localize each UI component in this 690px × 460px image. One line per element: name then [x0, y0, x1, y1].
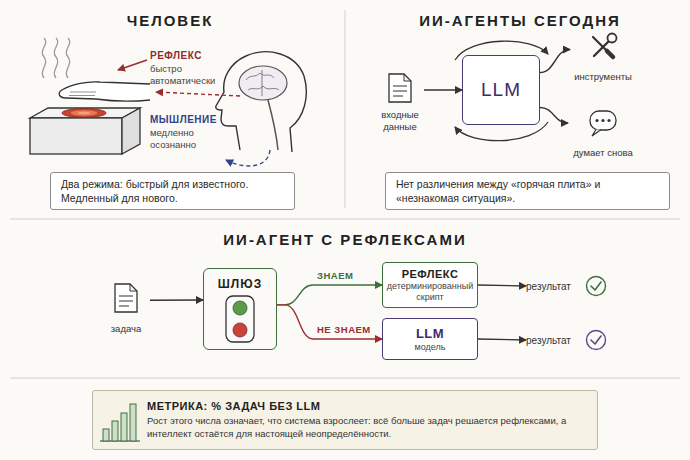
- model-box: LLMмодель: [382, 318, 478, 360]
- note-box: Нет различения между «горячая плита» и «…: [385, 172, 670, 210]
- llm-box: LLM: [462, 55, 540, 125]
- burner-ring: [71, 110, 97, 115]
- reflex-path: [156, 92, 240, 96]
- node-text: LLM: [481, 79, 521, 101]
- divider-line: [345, 10, 346, 208]
- reflex-arrow: [118, 60, 147, 70]
- burner-ring: [62, 109, 106, 118]
- node-text: ШЛЮЗ: [218, 277, 262, 291]
- node-subtext: модель: [415, 342, 446, 352]
- steam-line: [42, 38, 45, 78]
- metric-box: МЕТРИКА: % ЗАДАЧ БЕЗ LLM Рост этого числа…: [92, 390, 598, 450]
- wrench-head: [608, 34, 617, 43]
- head-outline: [216, 52, 307, 152]
- chat-node: думает снова: [568, 108, 638, 158]
- node-text: думает снова: [573, 147, 632, 158]
- red-light: [233, 323, 247, 337]
- node-text: МЕТРИКА: % ЗАДАЧ БЕЗ LLM: [147, 400, 320, 412]
- section-heading: ИИ-АГЕНТ С РЕФЛЕКСАМИ: [190, 231, 500, 248]
- document-node: входные данные: [376, 72, 424, 132]
- screwdriver-symbol: [593, 37, 613, 57]
- thinking-path: [226, 150, 270, 166]
- node-text: Два режима: быстрый для известного. Медл…: [61, 177, 284, 205]
- connector: [540, 50, 570, 73]
- chat-bubble: [590, 111, 616, 130]
- document-lines: [119, 284, 137, 306]
- result-item: результат: [526, 329, 608, 351]
- tools-node: инструменты: [570, 32, 636, 82]
- node-text: Нет различения между «горячая плита» и «…: [396, 177, 635, 205]
- node-subtext: Рост этого числа означает, что система в…: [147, 415, 585, 440]
- branch-label: НЕ ЗНАЕМ: [317, 324, 371, 335]
- divider-line: [10, 378, 680, 379]
- check-circle: [587, 331, 606, 350]
- connector: [478, 285, 526, 286]
- connector: [540, 108, 568, 124]
- node-text: LLM: [416, 326, 444, 341]
- steam-line: [66, 38, 69, 78]
- divider-line: [10, 219, 680, 220]
- reflex-box: РЕФЛЕКСдетерминированный скрипт: [382, 262, 478, 308]
- screwdriver-handle: [607, 51, 613, 57]
- hand-drawing: [59, 82, 150, 101]
- traffic-light: [226, 296, 254, 342]
- section-heading: ИИ-АГЕНТЫ СЕГОДНЯ: [410, 12, 630, 29]
- check-mark: [591, 336, 601, 344]
- burner-ring: [78, 112, 90, 115]
- stove-side: [122, 108, 140, 154]
- result-item: результат: [526, 275, 608, 297]
- node-text: результат: [526, 281, 571, 292]
- node-text: задача: [111, 323, 142, 334]
- chat-dot: [595, 119, 598, 122]
- wrench-symbol: [594, 40, 610, 56]
- connector: [424, 89, 462, 90]
- thinking-label: МЫШЛЕНИЕ: [150, 114, 240, 125]
- check-mark: [591, 282, 601, 290]
- connector: [150, 299, 203, 301]
- document-icon: [389, 74, 411, 102]
- node-text: инструменты: [574, 71, 632, 82]
- document-icon: [115, 284, 137, 312]
- finger-line: [69, 92, 96, 96]
- steam-line: [54, 38, 57, 78]
- green-light: [233, 301, 247, 315]
- document-lines: [393, 74, 411, 96]
- brain-shape: [239, 66, 287, 100]
- chat-tail: [592, 130, 601, 137]
- thinking-note: медленно осознанно: [150, 127, 212, 151]
- section-heading: ЧЕЛОВЕК: [70, 12, 270, 29]
- chat-dot: [601, 119, 604, 122]
- document-node: задача: [102, 282, 150, 334]
- reflex-label: РЕФЛЕКС: [150, 50, 240, 61]
- connector: [478, 339, 526, 340]
- branch-label: ЗНАЕМ: [317, 270, 353, 281]
- gate-box: ШЛЮЗ: [203, 268, 277, 350]
- node-text: РЕФЛЕКС: [402, 268, 459, 280]
- note-box: Два режима: быстрый для известного. Медл…: [50, 172, 295, 210]
- reflex-note: быстро автоматически: [150, 63, 222, 87]
- stove-top: [30, 108, 140, 118]
- check-circle: [587, 277, 606, 296]
- chat-dot: [607, 119, 610, 122]
- node-text: входные данные: [376, 109, 424, 132]
- spinal-cord: [268, 100, 278, 150]
- node-text: результат: [526, 335, 571, 346]
- stove-front: [30, 118, 122, 154]
- node-subtext: детерминированный скрипт: [387, 281, 473, 302]
- brain-fold: [246, 70, 279, 96]
- connector: [277, 285, 382, 305]
- connector: [277, 305, 382, 339]
